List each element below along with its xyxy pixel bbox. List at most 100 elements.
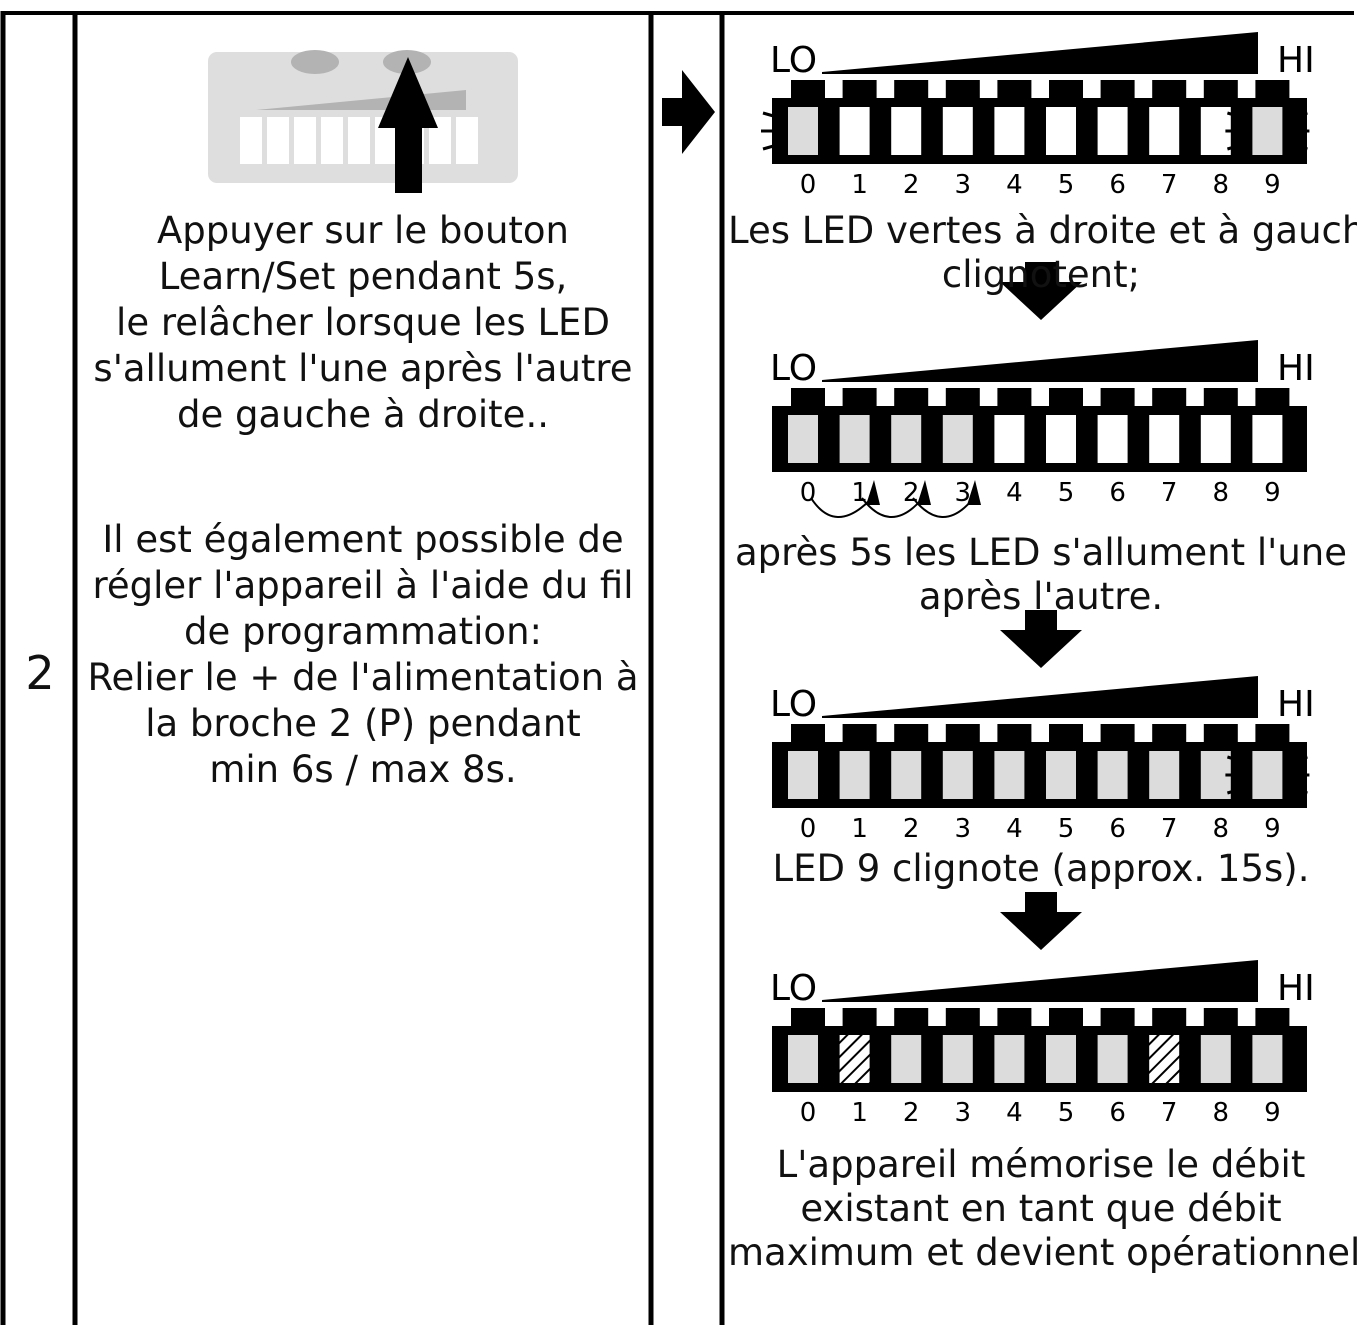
led-segment-6 (1097, 415, 1128, 463)
sequence-arrows (810, 497, 973, 518)
led-segment-8 (1200, 1035, 1231, 1083)
led-segment-1 (839, 415, 870, 463)
device-illustration (208, 50, 518, 193)
led-tab (997, 724, 1032, 746)
led-segment-0 (788, 107, 818, 155)
led-tab (1152, 724, 1187, 746)
instruction-line: de gauche à droite.. (177, 393, 549, 436)
led-number: 1 (851, 170, 868, 200)
led-segment-5 (1046, 415, 1076, 463)
led-number: 5 (1058, 814, 1075, 844)
led-tab (997, 1008, 1032, 1030)
led-tab (1255, 1008, 1290, 1030)
led-segment-9 (1252, 415, 1283, 463)
led-tab (1152, 1008, 1187, 1030)
led-number: 5 (1058, 170, 1075, 200)
led-number: 8 (1213, 170, 1230, 200)
led-tab (894, 80, 929, 102)
led-tab (1100, 724, 1135, 746)
led-number: 0 (800, 1098, 817, 1128)
led-tab (894, 724, 929, 746)
caption-display-3: LED 9 clignote (approx. 15s). (728, 847, 1354, 891)
led-segment-2 (891, 415, 922, 463)
blink-ray (1292, 787, 1308, 795)
hi-label: HI (1277, 684, 1315, 725)
caption-line: Les LED vertes à droite et à gauche (728, 209, 1357, 252)
caption-line: maximum et devient opérationnel. (728, 1231, 1357, 1274)
led-segment-5 (1046, 1035, 1076, 1083)
led-tab (791, 80, 825, 102)
blink-ray (1226, 143, 1242, 151)
led-tab (1255, 388, 1290, 410)
scale-wedge (822, 960, 1258, 1002)
blink-ray (1226, 755, 1242, 763)
led-segment-1 (839, 107, 870, 155)
led-segment-3 (942, 1035, 973, 1083)
caption-line: L'appareil mémorise le débit (776, 1143, 1306, 1186)
scale-wedge (822, 340, 1258, 382)
led-tab (1203, 80, 1238, 102)
led-number: 6 (1109, 1098, 1126, 1128)
led-tab (894, 388, 929, 410)
led-number: 1 (851, 814, 868, 844)
device-segment (429, 117, 451, 164)
led-tab (997, 388, 1032, 410)
led-tab (945, 388, 980, 410)
instruction-line: Appuyer sur le bouton (156, 209, 570, 252)
led-tab (1152, 388, 1187, 410)
led-tab (1203, 1008, 1238, 1030)
caption-line: après 5s les LED s'allument l'une (734, 531, 1348, 574)
led-tab (1049, 388, 1083, 410)
led-segment-3 (942, 751, 973, 799)
down-arrow-icon (1000, 610, 1082, 668)
led-number: 0 (800, 814, 817, 844)
device-led-row (240, 117, 478, 164)
led-number: 8 (1213, 478, 1230, 508)
blink-ray (1226, 787, 1242, 795)
hi-label: HI (1277, 968, 1315, 1009)
led-segment-4 (994, 751, 1025, 799)
led-segment-2 (891, 1035, 922, 1083)
caption-line: après l'autre. (918, 575, 1164, 618)
lo-label: LO (770, 684, 817, 725)
led-number: 5 (1058, 1098, 1075, 1128)
down-arrow-icon (1000, 262, 1082, 320)
instruction-line: min 6s / max 8s. (209, 748, 517, 791)
caption-display-2: après 5s les LED s'allument l'une après … (728, 531, 1354, 619)
led-number: 3 (955, 478, 972, 508)
led-tab (791, 1008, 825, 1030)
press-arrow-icon (378, 57, 438, 193)
table-frame (0, 11, 1354, 1325)
led-tab (945, 1008, 980, 1030)
led-tab (1049, 80, 1083, 102)
led-segment-7 (1149, 751, 1180, 799)
led-segment-9 (1252, 107, 1283, 155)
led-segment-9 (1252, 751, 1283, 799)
instruction-line: régler l'appareil à l'aide du fil (92, 564, 634, 607)
led-tab (1255, 80, 1290, 102)
blink-ray (1292, 755, 1308, 763)
device-segment (348, 117, 370, 164)
caption-display-1: Les LED vertes à droite et à gauche clig… (728, 209, 1357, 297)
scale-wedge (822, 32, 1258, 74)
led-segment-7 (1149, 107, 1180, 155)
led-segment-7 (1149, 415, 1180, 463)
led-tab (1152, 80, 1187, 102)
caption-line: existant en tant que débit (800, 1187, 1282, 1230)
instruction-line: Learn/Set pendant 5s, (158, 255, 568, 298)
led-segment-6 (1097, 1035, 1128, 1083)
sequence-arrow (810, 497, 871, 518)
led-number: 8 (1213, 1098, 1230, 1128)
arrowhead-icon (917, 480, 931, 505)
led-number: 2 (903, 170, 920, 200)
arrowhead-icon (866, 480, 880, 505)
led-tab (945, 724, 980, 746)
blink-ray (1292, 111, 1308, 119)
hi-label: HI (1277, 40, 1315, 81)
led-number: 1 (851, 1098, 868, 1128)
